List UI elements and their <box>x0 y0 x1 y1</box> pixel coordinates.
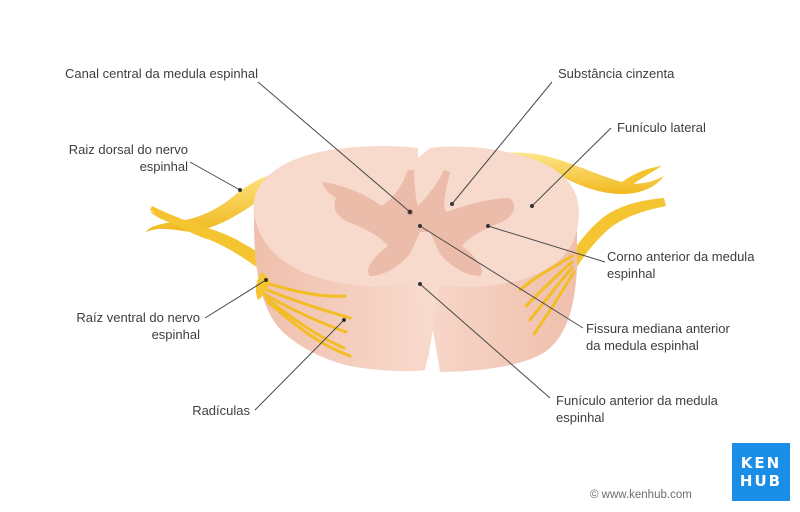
copyright-text: © www.kenhub.com <box>590 489 692 501</box>
label-funiculo-anterior: Funículo anterior da medula espinhal <box>556 392 718 426</box>
label-raiz-ventral: Raíz ventral do nervo espinhal <box>30 309 200 343</box>
label-raiz-dorsal: Raiz dorsal do nervo espinhal <box>30 141 188 175</box>
label-corno-anterior-line1: Corno anterior da medula <box>607 248 754 265</box>
label-canal-central: Canal central da medula espinhal <box>30 65 258 82</box>
label-radiculas: Radículas <box>120 402 250 419</box>
label-substancia-cinzenta: Substância cinzenta <box>558 65 674 82</box>
label-substancia-cinzenta-text: Substância cinzenta <box>558 65 674 82</box>
label-corno-anterior-line2: espinhal <box>607 265 754 282</box>
label-raiz-ventral-line2: espinhal <box>30 326 200 343</box>
logo-line2: HUB <box>732 472 790 490</box>
label-funiculo-anterior-line2: espinhal <box>556 409 718 426</box>
label-funiculo-lateral-text: Funículo lateral <box>617 119 706 136</box>
label-fissura-mediana-line2: da medula espinhal <box>586 337 730 354</box>
label-radiculas-text: Radículas <box>120 402 250 419</box>
label-fissura-mediana-line1: Fissura mediana anterior <box>586 320 730 337</box>
label-funiculo-lateral: Funículo lateral <box>617 119 706 136</box>
label-canal-central-text: Canal central da medula espinhal <box>30 65 258 82</box>
kenhub-logo[interactable]: KEN HUB <box>732 443 790 501</box>
label-raiz-dorsal-line2: espinhal <box>30 158 188 175</box>
label-raiz-ventral-line1: Raíz ventral do nervo <box>30 309 200 326</box>
label-raiz-dorsal-line1: Raiz dorsal do nervo <box>30 141 188 158</box>
label-funiculo-anterior-line1: Funículo anterior da medula <box>556 392 718 409</box>
label-fissura-mediana: Fissura mediana anterior da medula espin… <box>586 320 730 354</box>
logo-line1: KEN <box>732 443 790 472</box>
label-corno-anterior: Corno anterior da medula espinhal <box>607 248 754 282</box>
